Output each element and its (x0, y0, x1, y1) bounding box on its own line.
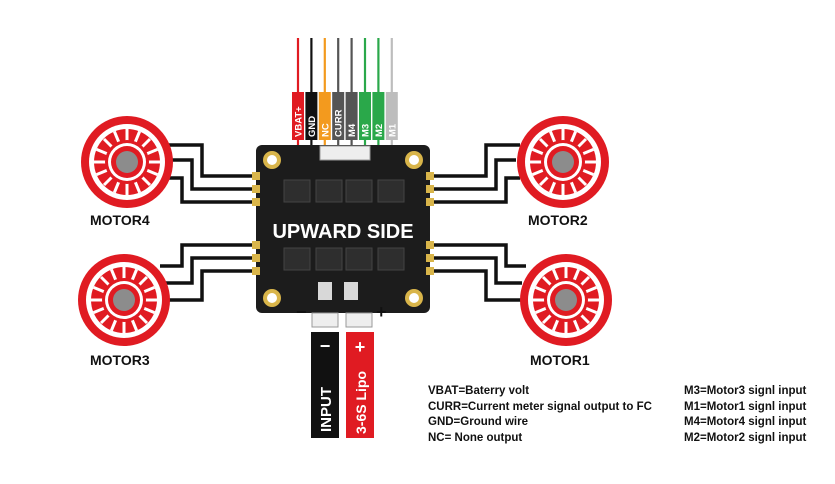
legend-item: M1=Motor1 signl input (684, 400, 807, 413)
legend-right: M3=Motor3 signl input M1=Motor1 signl in… (684, 384, 806, 446)
input-label: INPUT (318, 387, 335, 432)
signal-wire-curr: CURR (332, 38, 345, 146)
signal-wire-label: M3 (361, 124, 372, 137)
motor1-wires (428, 243, 526, 302)
signal-wire-label: VBAT+ (294, 106, 305, 137)
motor4-wires (168, 143, 258, 204)
legend-item: M2=Motor2 signl input (684, 431, 807, 444)
board-minus-sign: − (296, 302, 307, 322)
legend-item: CURR=Current meter signal output to FC (428, 400, 652, 413)
mounting-hole-icon (263, 151, 423, 307)
lipo-sign: + (355, 337, 366, 357)
signal-wire-nc: NC (318, 38, 331, 146)
legend-item: GND=Ground wire (428, 416, 528, 429)
board-title: UPWARD SIDE (272, 221, 413, 243)
signal-wire-label: M1 (387, 123, 398, 137)
input-negative-lead: − INPUT (311, 332, 339, 438)
signal-connector (319, 145, 371, 161)
legend-item: M3=Motor3 signl input (684, 385, 807, 397)
motor4-label: MOTOR4 (90, 212, 150, 228)
board-plus-sign: + (376, 302, 387, 322)
legend-left: VBAT=Baterry volt CURR=Current meter sig… (428, 384, 652, 446)
motor1-label: MOTOR1 (530, 352, 590, 368)
signal-wire-gnd: GND (305, 38, 318, 146)
signal-wire-label: CURR (334, 109, 345, 137)
motor3-icon (76, 252, 172, 348)
signal-wire-m3: M3 (359, 38, 372, 146)
legend-item: M4=Motor4 signl input (684, 416, 807, 429)
input-sign: − (320, 336, 331, 356)
signal-wire-m1: M1 (385, 38, 398, 146)
lipo-label: 3-6S Lipo (353, 371, 369, 434)
signal-wire-label: NC (320, 123, 331, 137)
signal-wire-label: M4 (347, 123, 358, 137)
motor4-icon (79, 114, 175, 210)
lipo-positive-lead: + 3-6S Lipo (346, 332, 374, 438)
legend-item: NC= None output (428, 431, 523, 444)
motor3-wires (160, 243, 258, 302)
signal-wire-label: M2 (374, 124, 385, 137)
motor2-label: MOTOR2 (528, 212, 588, 228)
motor3-label: MOTOR3 (90, 352, 150, 368)
signal-wire-label: GND (307, 116, 318, 137)
motor2-icon (515, 114, 611, 210)
signal-wire-vbat: VBAT+ (292, 38, 305, 146)
esc-board: UPWARD SIDE − + (252, 145, 434, 328)
signal-wire-m2: M2 (372, 38, 385, 146)
signal-wire-m4: M4 (345, 38, 358, 146)
motor1-icon (518, 252, 614, 348)
legend-item: VBAT=Baterry volt (428, 385, 530, 397)
motor2-wires (428, 143, 520, 204)
